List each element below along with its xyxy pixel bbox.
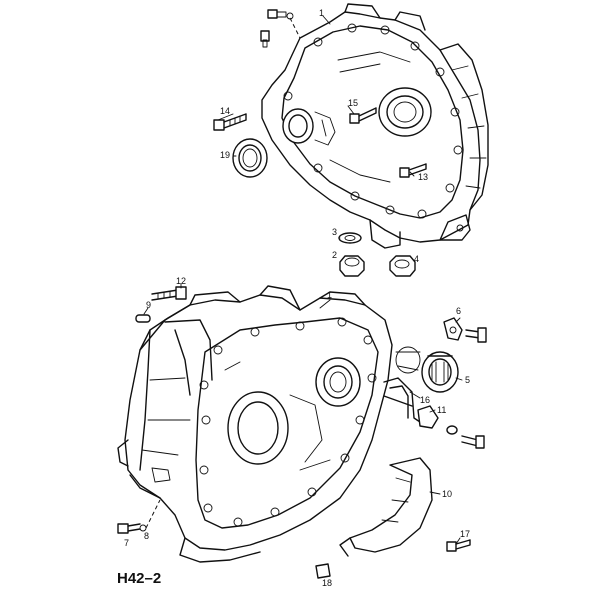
nut-2 (339, 255, 365, 277)
callout-bot-6: 6 (456, 306, 461, 316)
callout-top-4: 4 (414, 254, 419, 264)
bearing-5 (395, 346, 459, 393)
callout-bot-17: 17 (460, 529, 470, 539)
callout-bot-1: 1 (327, 290, 332, 300)
seal-19 (232, 138, 268, 178)
upper-housing-cover (261, 3, 489, 249)
bolt-12 (151, 286, 187, 301)
shift-rod-16 (383, 377, 421, 423)
bolt-7 (117, 499, 161, 534)
callout-bot-16: 16 (420, 395, 430, 405)
callout-bot-10: 10 (442, 489, 452, 499)
callout-bot-8: 8 (144, 531, 149, 541)
bolt-15 (349, 107, 377, 124)
callout-top-3: 3 (332, 227, 337, 237)
callout-top-15: 15 (348, 98, 358, 108)
bolt-14 (213, 113, 247, 131)
bracket-6 (443, 317, 487, 343)
bracket-11 (417, 405, 485, 449)
callout-top-19: 19 (220, 150, 230, 160)
clip-18 (315, 563, 331, 579)
lower-housing (117, 285, 393, 563)
callout-bot-18: 18 (322, 578, 332, 588)
callout-bot-7: 7 (124, 538, 129, 548)
shield-10 (339, 457, 433, 557)
pin-9 (135, 314, 151, 323)
callout-top-1: 1 (319, 8, 324, 18)
leader-lines (143, 15, 463, 545)
washer-3 (338, 232, 362, 244)
callout-top-14: 14 (220, 106, 230, 116)
callout-top-13: 13 (418, 172, 428, 182)
callout-bot-9: 9 (146, 300, 151, 310)
callout-bot-5: 5 (465, 375, 470, 385)
callout-top-2: 2 (332, 250, 337, 260)
bolt-17 (446, 539, 471, 552)
callout-labels: 1 14 19 15 13 3 2 4 1 12 9 6 5 16 11 10 … (124, 8, 470, 588)
upper-bolt-top (260, 9, 301, 48)
diagram-code: H42–2 (117, 570, 161, 587)
nut-4 (389, 255, 416, 277)
callout-bot-11: 11 (437, 405, 446, 415)
callout-bot-12: 12 (176, 276, 186, 286)
